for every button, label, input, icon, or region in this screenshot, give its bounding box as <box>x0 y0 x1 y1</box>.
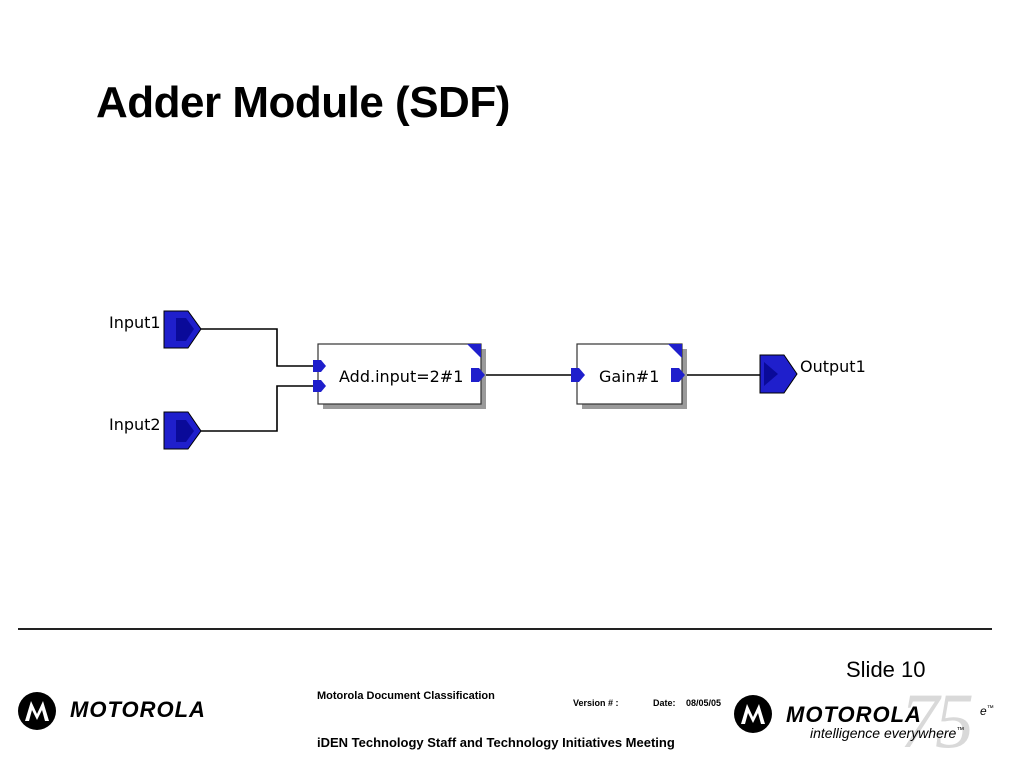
gain-block: Gain#1 <box>571 343 687 409</box>
gain-out-port <box>671 368 685 382</box>
add-in-port-2 <box>313 380 326 392</box>
input-port-2: Input2 <box>109 411 202 450</box>
doc-classification: Motorola Document Classification <box>317 690 495 702</box>
date-label: Date: <box>653 698 676 708</box>
batwing-right-icon <box>741 704 765 724</box>
motorola-wordmark-right: MOTOROLA <box>786 702 922 727</box>
wire-input1-add <box>200 328 313 367</box>
output-label: Output1 <box>800 357 866 376</box>
add-in-port-1 <box>313 360 326 372</box>
gain-block-label: Gain#1 <box>599 367 659 386</box>
output-port-inner <box>764 362 778 386</box>
batwing-right-shape <box>741 704 765 724</box>
edge-text: e™ <box>980 704 994 718</box>
input-port-1: Input1 <box>109 310 202 349</box>
add-block-body <box>317 343 482 405</box>
gain-in-port <box>571 368 585 382</box>
gain-block-body <box>576 343 683 405</box>
wire-input2-add <box>200 385 313 432</box>
date-field: Date: 08/05/05 <box>653 698 721 708</box>
motorola-logo-right-icon <box>734 695 772 733</box>
input-port-2-inner <box>176 420 194 442</box>
anniversary-watermark: 75 <box>900 677 974 764</box>
motorola-logo-left-icon <box>18 692 56 730</box>
tagline: intelligence everywhere™ <box>810 725 964 741</box>
add-block: Add.input=2#1 <box>313 343 486 409</box>
edge-tm: ™ <box>986 705 994 712</box>
version-label: Version # : <box>573 698 619 708</box>
add-out-port <box>471 368 485 382</box>
meeting-name: iDEN Technology Staff and Technology Ini… <box>317 735 675 750</box>
output-port: Output1 <box>759 354 866 394</box>
add-block-label: Add.input=2#1 <box>339 367 463 386</box>
edge-letter: e <box>980 704 987 718</box>
gain-block-corner <box>668 344 682 358</box>
date-value: 08/05/05 <box>686 698 722 708</box>
batwing-left-icon <box>25 701 49 721</box>
slide-title: Adder Module (SDF) <box>96 78 510 127</box>
input-1-label: Input1 <box>109 313 161 332</box>
sdf-diagram: Input1 Input2 Add.input=2#1 Gain#1 Outpu… <box>109 310 866 450</box>
motorola-wordmark-left: MOTOROLA <box>70 697 206 722</box>
tagline-tm: ™ <box>956 725 965 735</box>
wires <box>200 328 762 432</box>
slide-number: Slide 10 <box>846 657 926 682</box>
footer-divider <box>18 628 992 630</box>
output-port-shape <box>759 354 798 394</box>
input-2-label: Input2 <box>109 415 161 434</box>
add-block-corner <box>467 344 481 358</box>
tagline-text: intelligence everywhere <box>810 725 957 741</box>
batwing-left-shape <box>25 701 49 721</box>
input-port-1-inner <box>176 318 194 341</box>
